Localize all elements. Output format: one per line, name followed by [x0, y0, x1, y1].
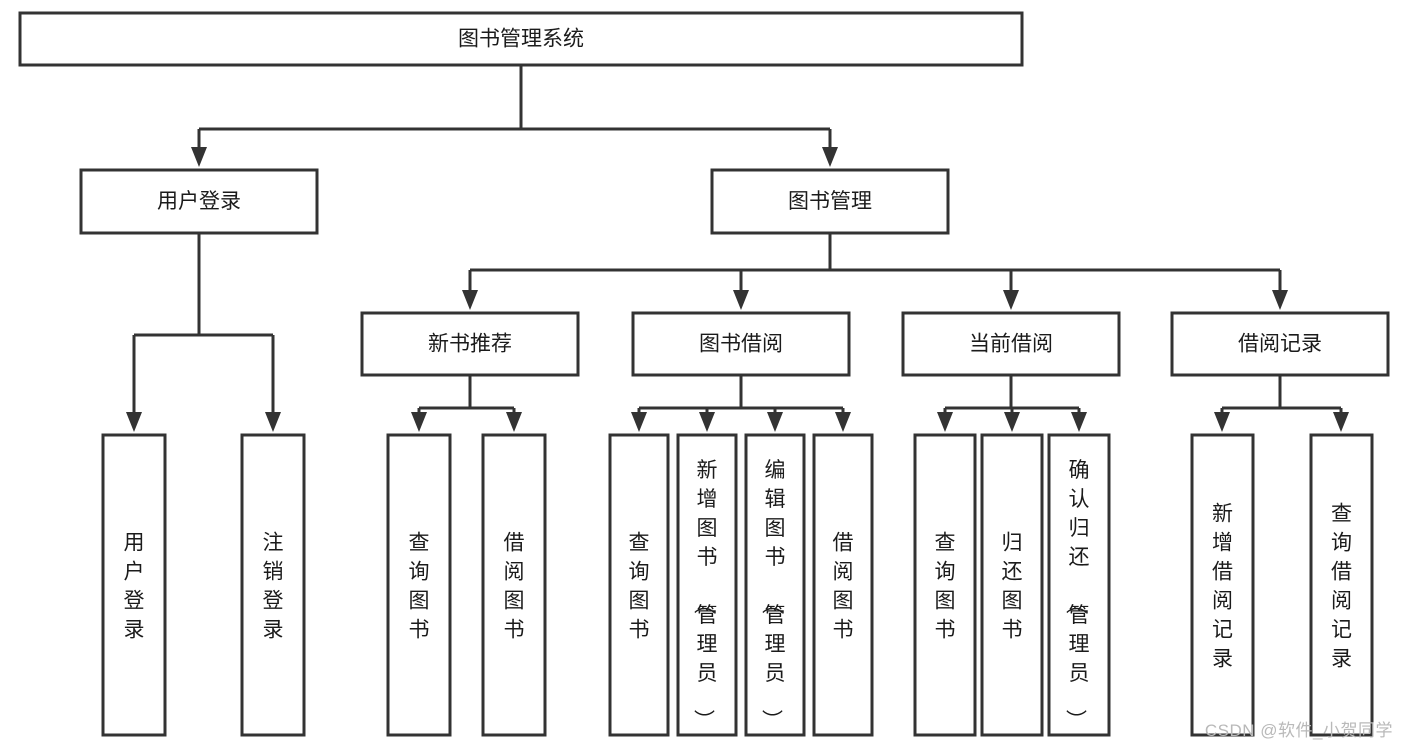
node-label-record-query: 查询借阅记录 [1331, 503, 1352, 671]
node-box-user-login-do[interactable] [101, 433, 167, 737]
node-record-query[interactable]: 查询借阅记录 [1309, 433, 1374, 737]
arrow-head-to-record-query [1333, 412, 1349, 432]
node-box-current-borrow[interactable] [901, 311, 1121, 377]
arrow-head-to-new-book-recommend [462, 290, 478, 310]
arrow-head-to-borrow-edit [767, 412, 783, 432]
node-borrow-borrow-book[interactable]: 借阅图书 [812, 433, 874, 737]
node-label-new-book-recommend: 新书推荐 [428, 333, 512, 356]
node-current-query-book[interactable]: 查询图书 [913, 433, 977, 737]
node-box-borrow-query-book[interactable] [608, 433, 670, 737]
node-box-user-login[interactable] [79, 168, 319, 235]
arrow-head-to-recommend-borrow [506, 412, 522, 432]
node-box-book-borrow[interactable] [631, 311, 851, 377]
node-box-record-add[interactable] [1190, 433, 1255, 737]
node-label-current-borrow: 当前借阅 [969, 333, 1053, 356]
node-label-borrow-records: 借阅记录 [1238, 333, 1322, 356]
node-book-borrow[interactable]: 图书借阅 [631, 311, 851, 377]
node-box-record-query[interactable] [1309, 433, 1374, 737]
node-user-login-do[interactable]: 用户登录 [101, 433, 167, 737]
node-box-current-confirm-return[interactable] [1047, 433, 1111, 737]
node-current-confirm-return[interactable]: 确认归还（管理员） [1047, 433, 1111, 737]
node-box-book-management[interactable] [710, 168, 950, 235]
arrow-head-to-user-login-do [126, 412, 142, 432]
node-new-book-recommend[interactable]: 新书推荐 [360, 311, 580, 377]
node-label-user-login: 用户登录 [157, 190, 241, 213]
arrow-head-to-borrow-query [631, 412, 647, 432]
arrow-head-to-recommend-query [411, 412, 427, 432]
node-current-return-book[interactable]: 归还图书 [980, 433, 1044, 737]
node-label-borrow-borrow-book: 借阅图书 [833, 532, 854, 642]
node-label-book-borrow: 图书借阅 [699, 333, 783, 356]
arrow-head-to-current-confirm [1071, 412, 1087, 432]
node-record-add[interactable]: 新增借阅记录 [1190, 433, 1255, 737]
node-book-management[interactable]: 图书管理 [710, 168, 950, 235]
node-label-borrow-edit-book: 编辑图书（管理员） [760, 459, 786, 730]
node-label-recommend-borrow-book: 借阅图书 [504, 532, 525, 642]
node-root[interactable]: 图书管理系统 [18, 11, 1024, 67]
arrow-head-to-user-login [191, 147, 207, 167]
node-box-user-logout[interactable] [240, 433, 306, 737]
watermark-label: CSDN @软件_小贺同学 [1204, 721, 1393, 740]
node-label-user-login-do: 用户登录 [124, 532, 145, 642]
node-recommend-query-book[interactable]: 查询图书 [386, 433, 452, 737]
node-box-recommend-borrow-book[interactable] [481, 433, 547, 737]
node-current-borrow[interactable]: 当前借阅 [901, 311, 1121, 377]
arrow-head-to-current-query [937, 412, 953, 432]
arrow-head-to-current-return [1004, 412, 1020, 432]
node-label-current-confirm-return: 确认归还（管理员） [1064, 459, 1090, 730]
node-box-borrow-records[interactable] [1170, 311, 1390, 377]
node-label-recommend-query-book: 查询图书 [409, 532, 430, 642]
node-label-borrow-add-book: 新增图书（管理员） [692, 459, 718, 730]
node-borrow-edit-book[interactable]: 编辑图书（管理员） [744, 433, 806, 737]
node-label-book-management: 图书管理 [788, 190, 872, 213]
node-box-borrow-edit-book[interactable] [744, 433, 806, 737]
arrow-head-to-borrow-borrow [835, 412, 851, 432]
node-label-record-add: 新增借阅记录 [1212, 503, 1233, 671]
connector-layer [126, 65, 1349, 432]
node-label-current-return-book: 归还图书 [1002, 532, 1023, 642]
arrow-head-to-borrow-add [699, 412, 715, 432]
arrow-head-to-current-borrow [1003, 290, 1019, 310]
node-layer: 图书管理系统用户登录用户登录注销登录图书管理新书推荐查询图书借阅图书图书借阅查询… [18, 11, 1390, 737]
node-label-root: 图书管理系统 [458, 28, 584, 51]
node-box-recommend-query-book[interactable] [386, 433, 452, 737]
node-box-borrow-add-book[interactable] [676, 433, 738, 737]
node-recommend-borrow-book[interactable]: 借阅图书 [481, 433, 547, 737]
arrow-head-to-book-management [822, 147, 838, 167]
node-borrow-query-book[interactable]: 查询图书 [608, 433, 670, 737]
node-box-borrow-borrow-book[interactable] [812, 433, 874, 737]
node-borrow-add-book[interactable]: 新增图书（管理员） [676, 433, 738, 737]
arrow-head-to-user-logout [265, 412, 281, 432]
node-box-current-return-book[interactable] [980, 433, 1044, 737]
node-label-user-logout: 注销登录 [263, 532, 284, 642]
node-user-login[interactable]: 用户登录 [79, 168, 319, 235]
node-box-current-query-book[interactable] [913, 433, 977, 737]
node-label-current-query-book: 查询图书 [935, 532, 956, 642]
arrow-head-to-book-borrow [733, 290, 749, 310]
arrow-head-to-borrow-records [1272, 290, 1288, 310]
node-box-root[interactable] [18, 11, 1024, 67]
node-box-new-book-recommend[interactable] [360, 311, 580, 377]
node-user-logout[interactable]: 注销登录 [240, 433, 306, 737]
arrow-head-to-record-add [1214, 412, 1230, 432]
node-borrow-records[interactable]: 借阅记录 [1170, 311, 1390, 377]
node-label-borrow-query-book: 查询图书 [629, 532, 650, 642]
